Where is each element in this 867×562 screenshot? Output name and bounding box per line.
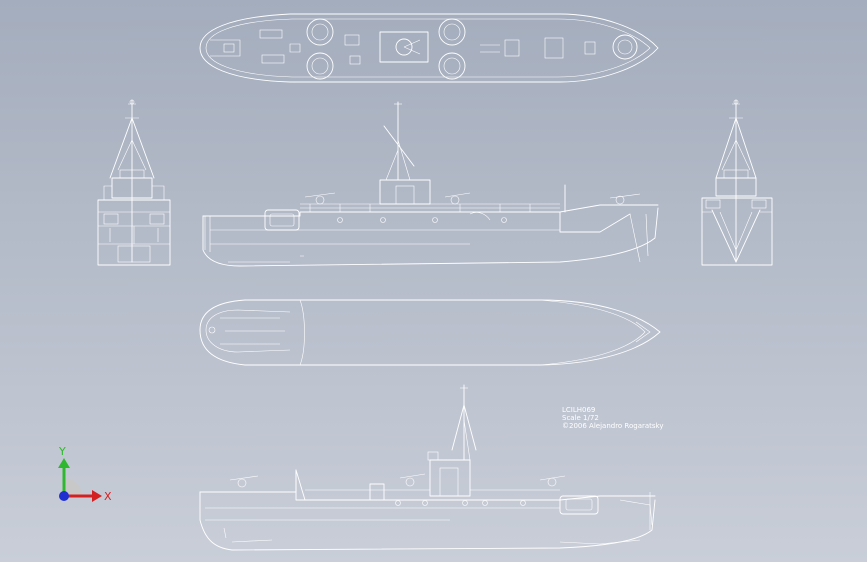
lower-profile-view <box>199 384 656 551</box>
side-profile-view <box>202 101 659 267</box>
gun-tub-1 <box>306 18 334 46</box>
title-line-3: ©2006 Alejandro Rogaratsky <box>562 422 664 430</box>
gun-tub-bow <box>612 34 638 60</box>
axis-triad[interactable]: Y X <box>58 445 112 503</box>
x-axis-label: X <box>104 490 112 503</box>
bow-end-view <box>701 99 773 266</box>
y-axis-label: Y <box>58 445 66 458</box>
top-deck-view <box>199 13 659 83</box>
title-block: LCILH069 Scale 1/72 ©2006 Alejandro Roga… <box>562 406 664 430</box>
stern-end-view <box>97 99 171 266</box>
title-line-2: Scale 1/72 <box>562 414 599 422</box>
title-line-1: LCILH069 <box>562 406 595 414</box>
gun-tub-2 <box>306 52 334 80</box>
x-axis-arrow-head <box>92 490 102 502</box>
triad-plane-quadrant <box>64 478 82 496</box>
y-axis-arrow-head <box>58 458 70 468</box>
gun-tub-3 <box>438 18 466 46</box>
z-axis-marker <box>59 491 69 501</box>
gun-tub-4 <box>438 52 466 80</box>
bottom-hull-view <box>199 299 661 366</box>
